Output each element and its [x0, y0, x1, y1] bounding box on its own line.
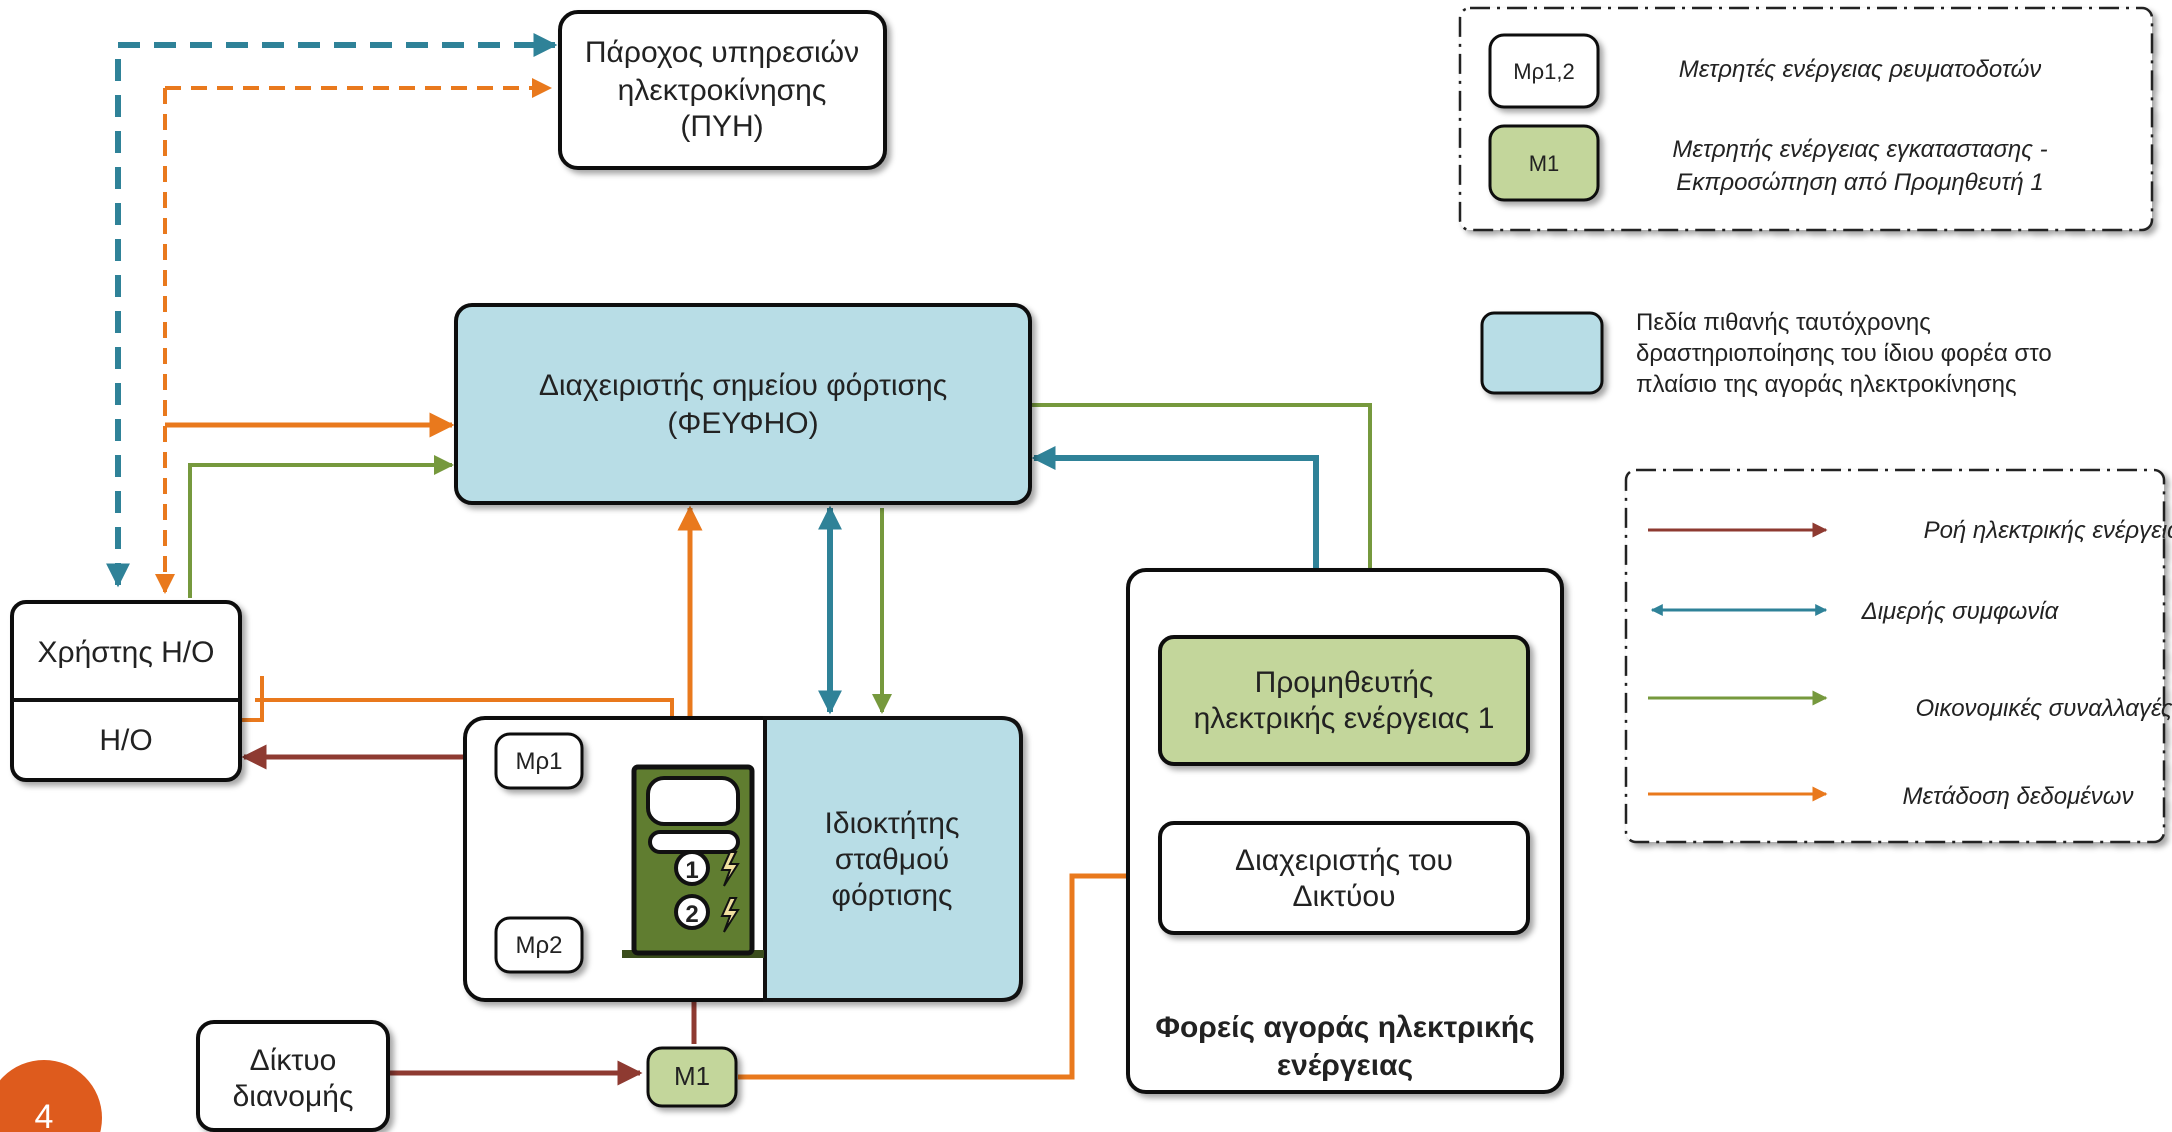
legend-m1-text-1: Μετρητής ενέργειας εγκαταστασης - — [1672, 136, 2047, 163]
page-number: 4 — [35, 1098, 54, 1132]
legend-arrows: Ροή ηλεκτρικής ενέργειας Διμερής συμφωνί… — [1624, 468, 2172, 844]
pyh-node: Πάροχος υπηρεσιών ηλεκτροκίνησης (ΠΥΗ) — [558, 10, 887, 170]
mp1-node: Μρ1 — [494, 732, 584, 790]
pyh-line3: (ΠΥΗ) — [680, 110, 763, 143]
grid-line2: διανομής — [233, 1080, 354, 1113]
grid-line1: Δίκτυο — [250, 1044, 337, 1077]
mp2-node: Μρ2 — [494, 916, 584, 974]
legend-fields-line2: δραστηριοποίησης του ίδιου φορέα στο — [1636, 340, 2052, 367]
legend-m1-text-2: Εκπροσώπηση από Προμηθευτή 1 — [1676, 169, 2044, 196]
legend-arrow-label-0: Ροή ηλεκτρικής ενέργειας — [1924, 517, 2172, 544]
legend-fields-line3: πλαίσιο της αγοράς ηλεκτροκίνησης — [1636, 371, 2017, 398]
ev-label: Η/Ο — [99, 724, 152, 757]
legend-arrow-label-2: Οικονομικές συναλλαγές — [1915, 695, 2172, 722]
feyfho-line2: (ΦΕΥΦΗΟ) — [667, 407, 818, 440]
legend-mp-text: Μετρητές ενέργειας ρευματοδοτών — [1679, 56, 2042, 83]
data-transfer-m1-dso — [738, 863, 1155, 1080]
m1-node: Μ1 — [646, 1046, 738, 1108]
supplier-node: Προμηθευτής ηλεκτρικής ενέργειας 1 — [1158, 635, 1530, 766]
lightning-icon-1 — [720, 851, 740, 887]
supplier-line2: ηλεκτρικής ενέργειας 1 — [1194, 702, 1495, 735]
market-line1: Φορείς αγοράς ηλεκτρικής — [1155, 1011, 1534, 1044]
owner-line2: σταθμού — [835, 843, 949, 876]
legend-arrow-label-3: Μετάδοση δεδομένων — [1903, 783, 2134, 810]
owner-line3: φόρτισης — [832, 879, 953, 912]
dso-node: Διαχειριστής του Δικτύου — [1158, 821, 1530, 935]
mp1-label: Μρ1 — [516, 748, 563, 775]
legend-fields: Πεδία πιθανής ταυτόχρονης δραστηριοποίησ… — [1480, 309, 2052, 398]
feyfho-node: Διαχειριστής σημείου φόρτισης (ΦΕΥΦΗΟ) — [454, 303, 1032, 505]
legend-mp-box: Μρ1,2 — [1513, 59, 1574, 84]
legend-arrow-label-1: Διμερής συμφωνία — [1861, 598, 2060, 625]
dso-line2: Δικτύου — [1292, 880, 1395, 913]
market-line2: ενέργειας — [1277, 1049, 1413, 1082]
lightning-icon-2 — [720, 897, 740, 933]
mp2-label: Μρ2 — [516, 932, 563, 959]
socket1-label: 1 — [685, 857, 698, 884]
legend-m1-box: Μ1 — [1529, 151, 1560, 176]
m1-label: Μ1 — [674, 1061, 710, 1091]
supplier-line1: Προμηθευτής — [1255, 666, 1434, 699]
transaction-feyfho-supplier — [1030, 403, 1380, 632]
legend-fields-line1: Πεδία πιθανής ταυτόχρονης — [1636, 309, 1931, 336]
grid-node: Δίκτυο διανομής — [196, 1020, 390, 1132]
pyh-line2: ηλεκτροκίνησης — [618, 74, 827, 107]
page-number-badge: 4 — [0, 1060, 102, 1132]
charging-station-node: Ιδιοκτήτης σταθμού φόρτισης 1 2 Μρ1 Μρ2 — [463, 716, 1023, 1002]
owner-line1: Ιδιοκτήτης — [825, 807, 960, 840]
charger-icon: 1 2 — [622, 764, 764, 958]
transaction-user-feyfho — [188, 455, 454, 598]
socket2-label: 2 — [685, 901, 698, 928]
user-ev-node: Χρήστης Η/Ο Η/Ο — [10, 600, 242, 782]
user-label: Χρήστης Η/Ο — [38, 636, 215, 669]
feyfho-line1: Διαχειριστής σημείου φόρτισης — [539, 369, 947, 402]
pyh-line1: Πάροχος υπηρεσιών — [585, 36, 859, 69]
dso-line1: Διαχειριστής του — [1235, 844, 1453, 877]
bilateral-agreement-user-pyh — [106, 33, 558, 588]
legend-meters: Μρ1,2 Μετρητές ενέργειας ρευματοδοτών Μ1… — [1458, 6, 2154, 232]
